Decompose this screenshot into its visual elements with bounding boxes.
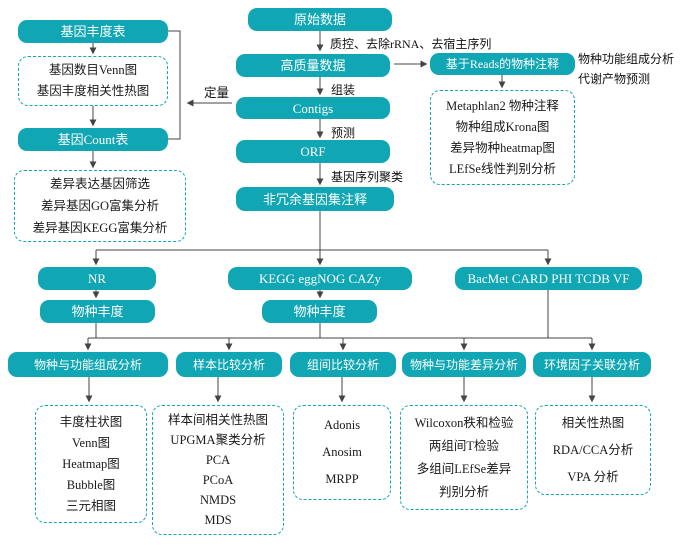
label-gene-cluster-step: 基因序列聚类 [331,170,404,184]
box-sample-compare-outputs: 样本间相关性热图 UPGMA聚类分析 PCA PCoA NMDS MDS [152,405,284,535]
box-gene-plots-item: 基因丰度相关性热图 [36,84,150,98]
box-sample-compare-item: PCA [205,453,231,467]
node-species-abundance-left: 物种丰度 [40,300,155,323]
node-bacmet-db: BacMet CARD PHI TCDB VF [455,267,642,290]
box-difference-item: 多组间LEfSe差异 [416,461,512,476]
label-assembly-step: 组装 [331,83,356,97]
node-nr-db: NR [38,267,156,290]
node-analysis-composition: 物种与功能组成分析 [8,352,168,377]
box-env-factor-item: VPA 分析 [567,469,619,484]
node-analysis-difference: 物种与功能差异分析 [402,352,526,377]
box-diff-gene-item: 差异表达基因筛选 [49,177,150,191]
box-difference-item: 判别分析 [438,484,489,499]
node-analysis-sample-compare: 样本比较分析 [176,352,282,377]
node-gene-count-table: 基因Count表 [18,128,168,151]
node-orf: ORF [236,140,390,163]
node-contigs: Contigs [236,97,390,119]
box-sample-compare-item: MDS [204,513,232,527]
node-raw-data: 原始数据 [248,8,392,31]
label-predict-step: 预测 [331,126,356,140]
node-kegg-db: KEGG eggNOG CAZy [228,267,412,290]
node-species-abundance-mid: 物种丰度 [262,300,377,323]
node-gene-abundance-table: 基因丰度表 [18,20,168,43]
node-analysis-env-factor: 环境因子关联分析 [533,352,651,377]
box-composition-outputs: 丰度柱状图 Venn图 Heatmap图 Bubble图 三元相图 [35,405,147,523]
box-group-compare-outputs: Adonis Anosim MRPP [293,405,391,500]
box-group-compare-item: MRPP [325,472,359,486]
node-reads-annotation: 基于Reads的物种注释 [430,53,575,75]
box-difference-item: 两组间T检验 [428,438,500,453]
box-gene-plots-item: 基因数目Venn图 [48,63,138,77]
box-reads-annotation-outputs: Metaphlan2 物种注释 物种组成Krona图 差异物种heatmap图 … [430,90,575,185]
node-hq-data: 高质量数据 [236,54,390,77]
box-difference-outputs: Wilcoxon秩和检验 两组间T检验 多组间LEfSe差异 判别分析 [400,405,528,510]
box-group-compare-item: Adonis [323,418,361,432]
box-composition-item: 三元相图 [65,498,116,513]
box-composition-item: Venn图 [71,435,111,450]
label-quantification: 定量 [204,86,230,100]
label-qc-step: 质控、去除rRNA、去宿主序列 [330,37,492,51]
box-composition-item: 丰度柱状图 [59,414,123,429]
box-env-factor-outputs: 相关性热图 RDA/CCA分析 VPA 分析 [535,405,651,495]
label-species-function-note: 物种功能组成分析 [578,52,675,66]
box-sample-compare-item: 样本间相关性热图 [167,413,268,427]
box-sample-compare-item: UPGMA聚类分析 [170,433,266,447]
box-sample-compare-item: NMDS [199,493,237,507]
box-reads-output-item: LEfSe线性判别分析 [449,161,556,176]
box-group-compare-item: Anosim [322,445,362,459]
box-reads-output-item: 物种组成Krona图 [455,119,550,134]
box-env-factor-item: 相关性热图 [561,415,625,430]
box-composition-item: Bubble图 [66,477,116,492]
box-diff-gene-analysis: 差异表达基因筛选 差异基因GO富集分析 差异基因KEGG富集分析 [14,170,186,242]
box-sample-compare-item: PCoA [202,473,234,487]
node-analysis-group-compare: 组间比较分析 [290,352,396,377]
box-gene-plots: 基因数目Venn图 基因丰度相关性热图 [18,56,168,106]
label-metabolite-note: 代谢产物预测 [578,72,651,86]
box-diff-gene-item: 差异基因KEGG富集分析 [32,221,168,235]
box-difference-item: Wilcoxon秩和检验 [414,415,514,430]
box-diff-gene-item: 差异基因GO富集分析 [40,199,160,213]
box-composition-item: Heatmap图 [62,456,120,471]
box-reads-output-item: Metaphlan2 物种注释 [446,98,559,113]
box-reads-output-item: 差异物种heatmap图 [450,140,555,155]
box-env-factor-item: RDA/CCA分析 [552,442,634,457]
node-nonredundant-geneset: 非冗余基因集注释 [236,187,394,211]
